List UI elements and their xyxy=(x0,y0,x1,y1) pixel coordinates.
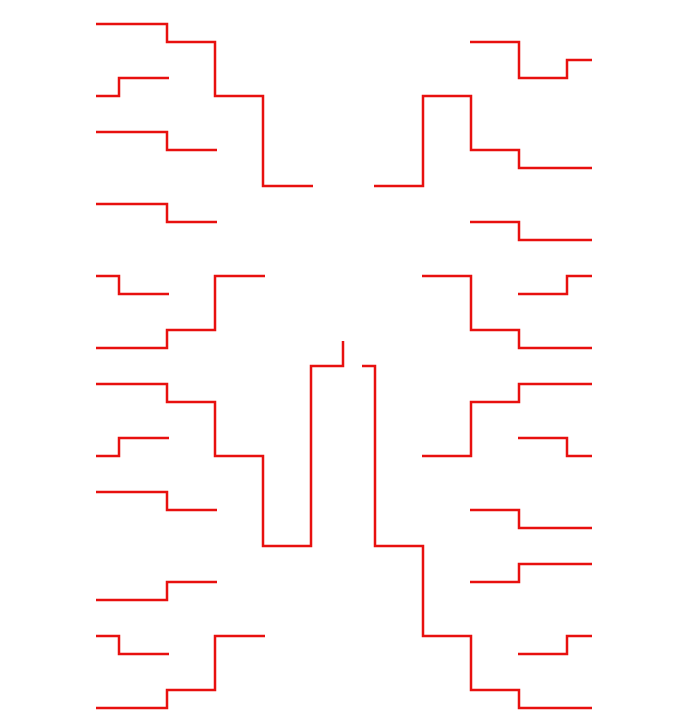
bracket-line xyxy=(96,130,217,152)
left-upper-bracket xyxy=(96,22,313,350)
bracket-line xyxy=(518,274,592,296)
bracket-line xyxy=(422,274,592,350)
bracket-line xyxy=(96,202,217,224)
right-lower-bracket xyxy=(362,364,592,710)
bracket-line xyxy=(422,382,592,458)
bracket-line xyxy=(362,364,592,710)
bracket-line xyxy=(96,490,217,512)
bracket-line xyxy=(96,436,169,458)
bracket-line xyxy=(96,580,217,602)
bracket-line xyxy=(96,274,169,296)
bracket-line xyxy=(374,94,592,188)
bracket-line xyxy=(96,634,169,656)
bracket-line xyxy=(470,220,592,242)
bracket-line xyxy=(96,634,265,710)
right-upper-bracket xyxy=(374,40,592,350)
bracket-line xyxy=(470,40,592,80)
bracket-line xyxy=(470,508,592,530)
bracket-line xyxy=(96,274,265,350)
bracket-line xyxy=(518,634,592,656)
left-lower-bracket xyxy=(96,341,345,710)
bracket-line xyxy=(96,22,313,188)
bracket-line xyxy=(96,341,345,548)
bracket-line xyxy=(470,562,592,584)
bracket-line xyxy=(518,436,592,458)
bracket-line xyxy=(96,76,169,98)
